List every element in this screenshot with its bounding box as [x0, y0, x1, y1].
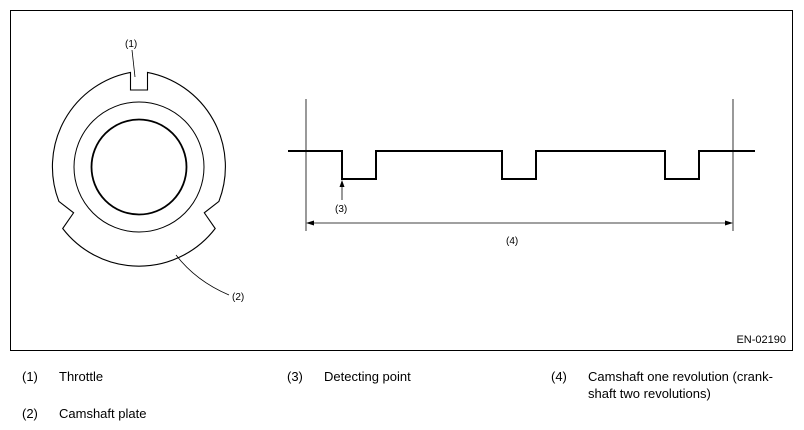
callout-2-leader: [175, 254, 230, 296]
legend-number: (4): [551, 369, 567, 384]
callout-2-label: (2): [232, 292, 244, 303]
camshaft-plate-outline: [51, 71, 226, 267]
callout-1-leader: [131, 49, 136, 78]
callout-1-label: (1): [125, 39, 137, 50]
dimension-arrowhead-right: [725, 220, 733, 226]
legend-number: (2): [22, 406, 38, 421]
legend-text: Camshaft plate: [59, 406, 147, 421]
legend-number: (3): [287, 369, 303, 384]
sensor-signal-waveform: [288, 150, 755, 180]
legend-text: Throttle: [59, 369, 104, 384]
dimension-arrowhead-left: [306, 220, 314, 226]
legend-number: (1): [22, 369, 38, 384]
legend-text-line-2: shaft two revolutions): [588, 386, 711, 401]
plate-bore: [90, 118, 188, 216]
diagram-canvas: (1) (2) (3) (4): [51, 39, 755, 303]
callout-3-label: (3): [335, 204, 347, 215]
callout-4-label: (4): [506, 236, 518, 247]
plate-inner-ring: [73, 101, 205, 233]
detecting-point-arrowhead: [339, 180, 345, 187]
legend-text: Detecting point: [324, 369, 411, 384]
legend-text-line-1: Camshaft one revolution (crank-: [588, 369, 773, 384]
figure-code: EN-02190: [736, 334, 786, 346]
figure-frame: (1) (2) (3) (4) EN-02190: [10, 10, 793, 351]
